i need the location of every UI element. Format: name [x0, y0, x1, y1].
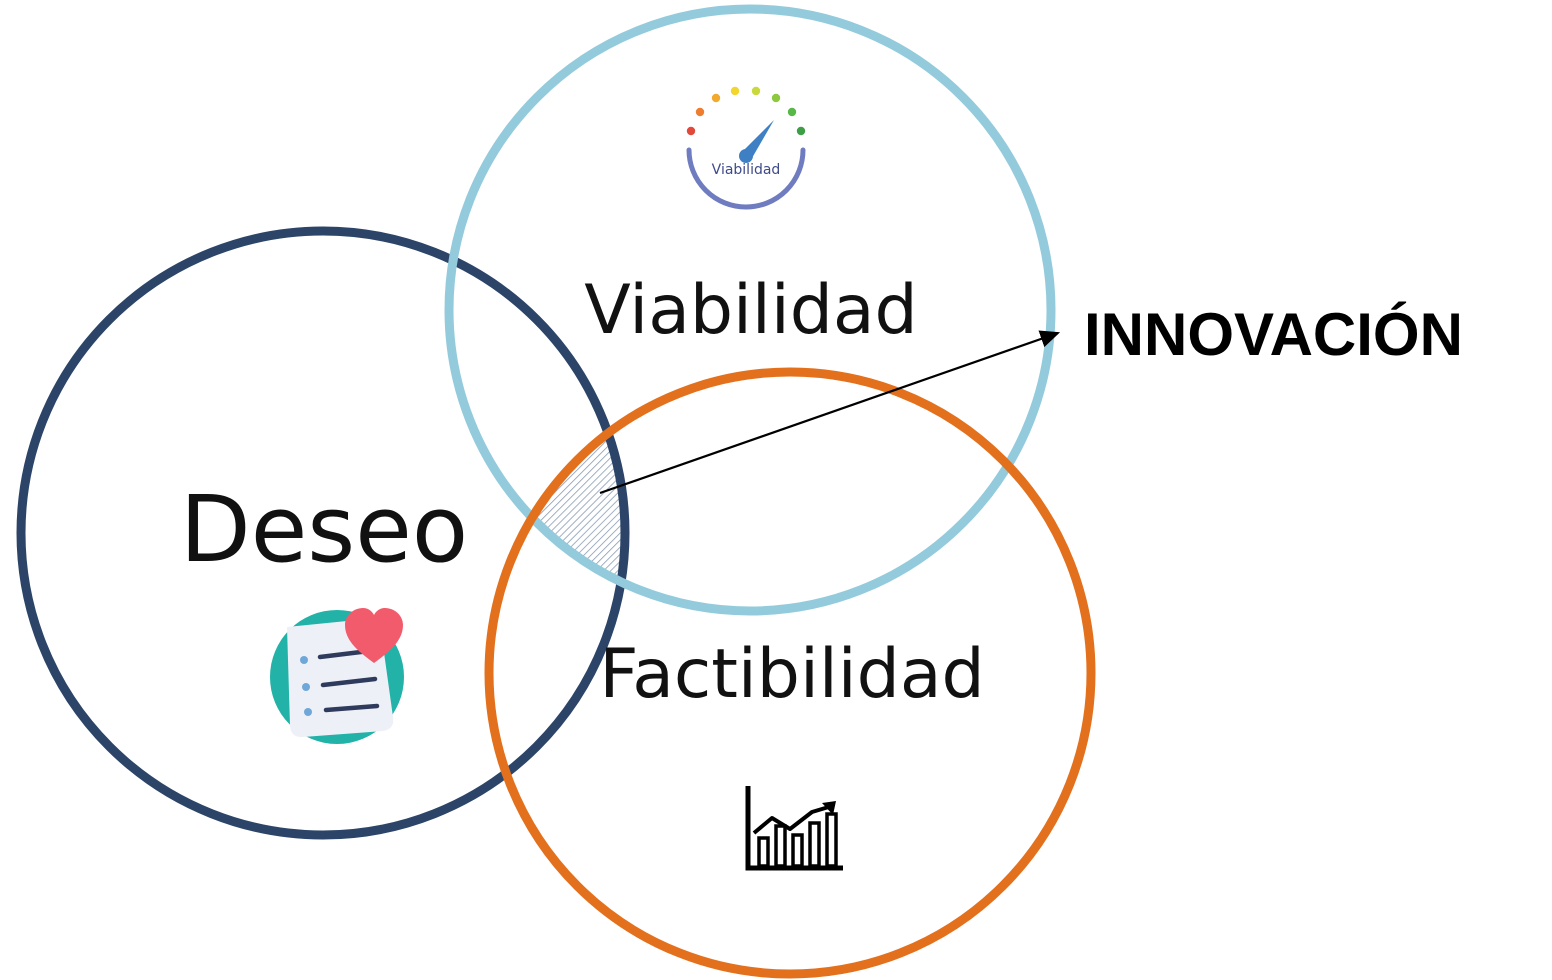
label-factibilidad: Factibilidad [599, 635, 984, 714]
circle-factibilidad [484, 367, 1096, 979]
viability-gauge-icon: Viabilidad [686, 86, 806, 210]
circle-deseo [16, 226, 630, 840]
gauge-caption: Viabilidad [712, 162, 781, 178]
label-innovacion: INNOVACIÓN [1084, 301, 1463, 368]
innovation-arrow [599, 330, 1061, 495]
wishlist-heart-icon [270, 608, 404, 744]
label-deseo: Deseo [180, 476, 468, 583]
growth-chart-icon [745, 786, 843, 871]
label-viabilidad: Viabilidad [584, 271, 917, 350]
circle-viabilidad [444, 4, 1056, 616]
